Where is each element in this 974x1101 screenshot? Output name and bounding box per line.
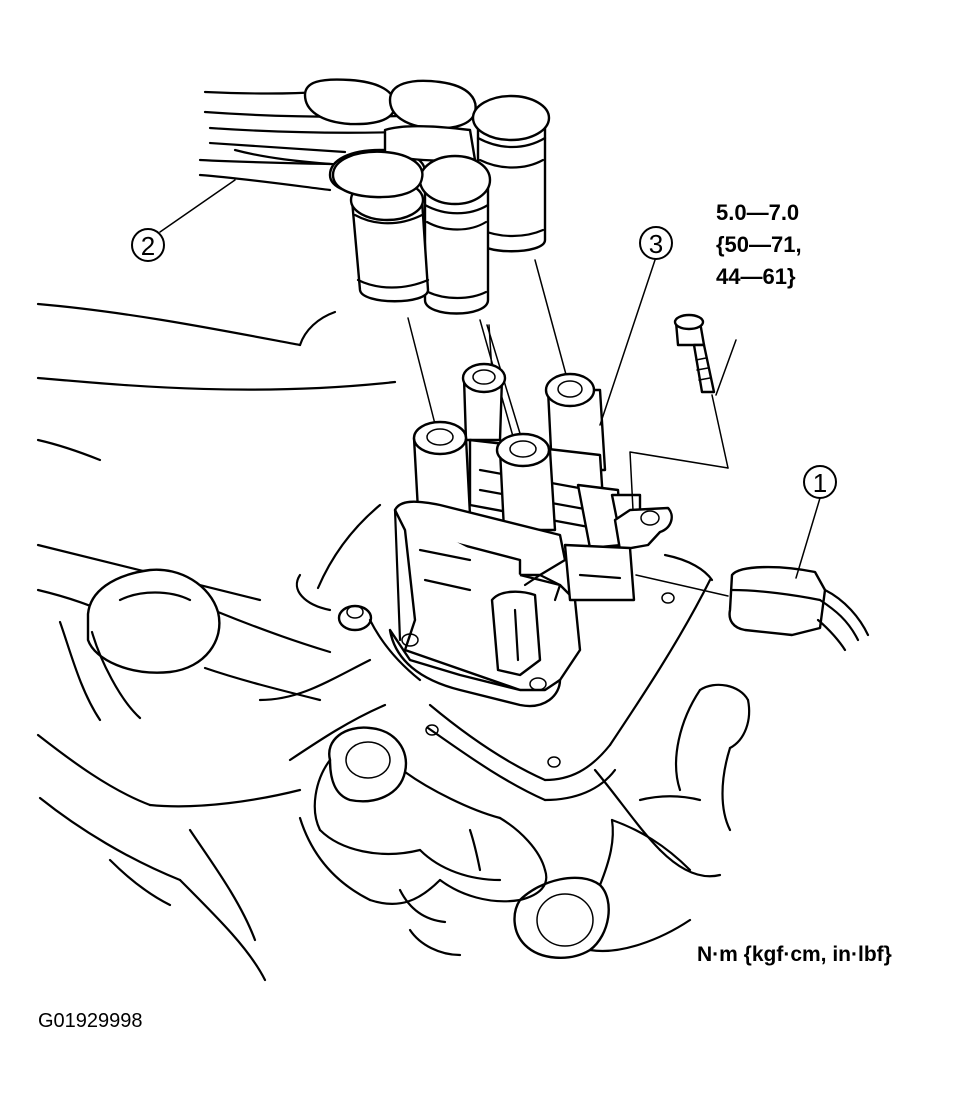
electrical-connector (635, 565, 870, 652)
figure-id: G01929998 (38, 1010, 143, 1032)
callout-1-label: 1 (813, 468, 827, 498)
callout-2: 2 (131, 228, 165, 262)
units-note: N·m {kgf·cm, in·lbf} (697, 943, 892, 966)
callout-1: 1 (803, 465, 837, 499)
torque-spec-line1: 5.0—7.0 (716, 200, 799, 225)
torque-spec-line3: 44—61} (716, 264, 796, 289)
callout-2-label: 2 (141, 231, 155, 261)
ignition-coil-pack (388, 362, 673, 708)
callout-leaders (159, 179, 821, 579)
callout-3-label: 3 (649, 229, 663, 259)
plug-boots (331, 94, 551, 315)
callout-3: 3 (639, 226, 673, 260)
torque-spec: 5.0—7.0 {50—71, 44—61} (716, 200, 802, 289)
torque-spec-line2: {50—71, (716, 232, 802, 257)
mounting-bolt (629, 313, 729, 511)
engine-background (36, 302, 751, 982)
